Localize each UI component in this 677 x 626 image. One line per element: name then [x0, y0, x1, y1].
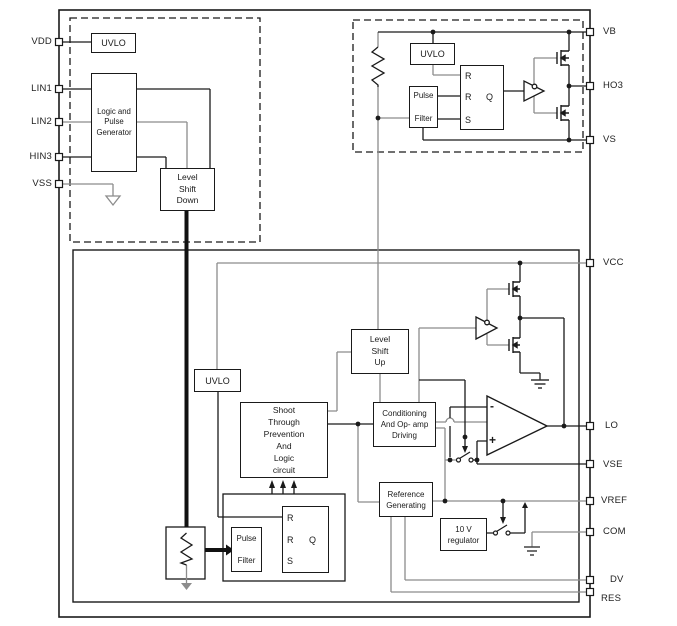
pulse-label: Pulse	[236, 534, 257, 543]
shoot-through-block: Shoot Through Prevention And Logic circu…	[240, 402, 328, 478]
pad-vs	[585, 135, 595, 145]
lowside-upper-mosfet	[508, 281, 520, 297]
highside-section-dashed-box	[352, 19, 584, 153]
thick-level-shift-wire	[184, 211, 226, 552]
pad-hin3	[54, 152, 64, 162]
pad-com	[585, 527, 595, 537]
chip-outline	[58, 9, 591, 618]
highside-upper-mosfet	[556, 50, 569, 66]
pad-vdd	[54, 37, 64, 47]
pad-lo	[585, 421, 595, 431]
pulse-filter-highside-block: Pulse Filter	[409, 86, 438, 128]
rs-latch-highside-block: R R Q S	[460, 65, 504, 130]
input-section-dashed-box	[69, 17, 261, 243]
pin-label-vref: VREF	[601, 495, 628, 506]
conditioning-block: Conditioning And Op- amp Driving	[373, 402, 436, 447]
filter-label: Filter	[237, 556, 256, 565]
vss-ground-symbol	[104, 195, 122, 207]
latch-q-label: Q	[309, 535, 317, 545]
uvlo-input-block: UVLO	[91, 33, 136, 53]
latch-r1-label: R	[465, 71, 472, 81]
reference-generating-block: Reference Generating	[379, 482, 433, 517]
pin-label-com: COM	[603, 526, 626, 537]
sense-resistor	[179, 532, 194, 566]
pad-vcc	[585, 258, 595, 268]
pin-label-vs: VS	[603, 134, 617, 145]
lowside-lower-mosfet	[508, 337, 520, 353]
highside-lower-mosfet	[556, 105, 569, 121]
latch-r2-label: R	[287, 535, 294, 545]
pad-dv	[585, 575, 595, 585]
pin-pads	[54, 27, 595, 597]
pin-label-hin3: HIN3	[29, 151, 52, 162]
opamp-triangle	[486, 394, 549, 457]
com-ground-symbol	[524, 546, 540, 556]
opamp-minus-sign: -	[490, 399, 494, 413]
pin-label-ho3: HO3	[603, 80, 624, 91]
pin-label-lo: LO	[605, 420, 619, 431]
logic-pulse-generator-block: Logic and Pulse Generator	[91, 73, 137, 172]
pulse-filter-lowside-block: Pulse Filter	[231, 527, 262, 572]
pad-lin1	[54, 84, 64, 94]
junction-dots	[355, 29, 572, 504]
rs-latch-lowside-block: R R Q S	[282, 506, 329, 573]
pad-vb	[585, 27, 595, 37]
pulse-label: Pulse	[413, 91, 434, 100]
latch-s-label: S	[465, 115, 472, 125]
latch-s-label: S	[287, 556, 294, 566]
pin-label-lin2: LIN2	[31, 116, 52, 127]
pin-label-vcc: VCC	[603, 257, 624, 268]
latch-r1-label: R	[287, 513, 294, 523]
uvlo-highside-block: UVLO	[410, 43, 455, 65]
pin-label-vb: VB	[603, 26, 617, 37]
pad-res	[585, 587, 595, 597]
pad-ho3	[585, 81, 595, 91]
level-shift-down-block: Level Shift Down	[160, 168, 215, 211]
sense-resistor-box	[165, 526, 206, 580]
pin-label-res: RES	[601, 593, 622, 604]
lowside-source-ground-symbol	[531, 379, 549, 389]
opamp-input-switch	[455, 451, 474, 463]
highside-gate-buffer	[523, 79, 546, 103]
pad-vss	[54, 179, 64, 189]
level-shift-up-block: Level Shift Up	[351, 329, 409, 374]
regulator-10v-block: 10 V regulator	[440, 518, 487, 551]
pin-label-dv: DV	[610, 574, 624, 585]
sense-resistor-ground-symbol	[181, 583, 192, 590]
latch-r2-label: R	[465, 92, 472, 102]
latch-q-label: Q	[486, 92, 494, 102]
pad-vref	[585, 496, 595, 506]
pin-label-vse: VSE	[603, 459, 623, 470]
latch-container-box	[222, 493, 346, 582]
thick-arrowhead	[226, 544, 234, 556]
pad-lin2	[54, 117, 64, 127]
pin-label-lin1: LIN1	[31, 83, 52, 94]
filter-label: Filter	[414, 114, 433, 123]
pin-label-vdd: VDD	[31, 36, 52, 47]
lowside-gate-buffer	[475, 315, 499, 341]
uvlo-lowside-block: UVLO	[194, 369, 241, 392]
bootstrap-resistor	[370, 46, 386, 87]
pin-label-vss: VSS	[32, 178, 52, 189]
pad-vse	[585, 459, 595, 469]
opamp-plus-sign: +	[489, 433, 497, 447]
regulator-switch	[492, 524, 511, 536]
signal-arrowheads	[269, 446, 528, 524]
